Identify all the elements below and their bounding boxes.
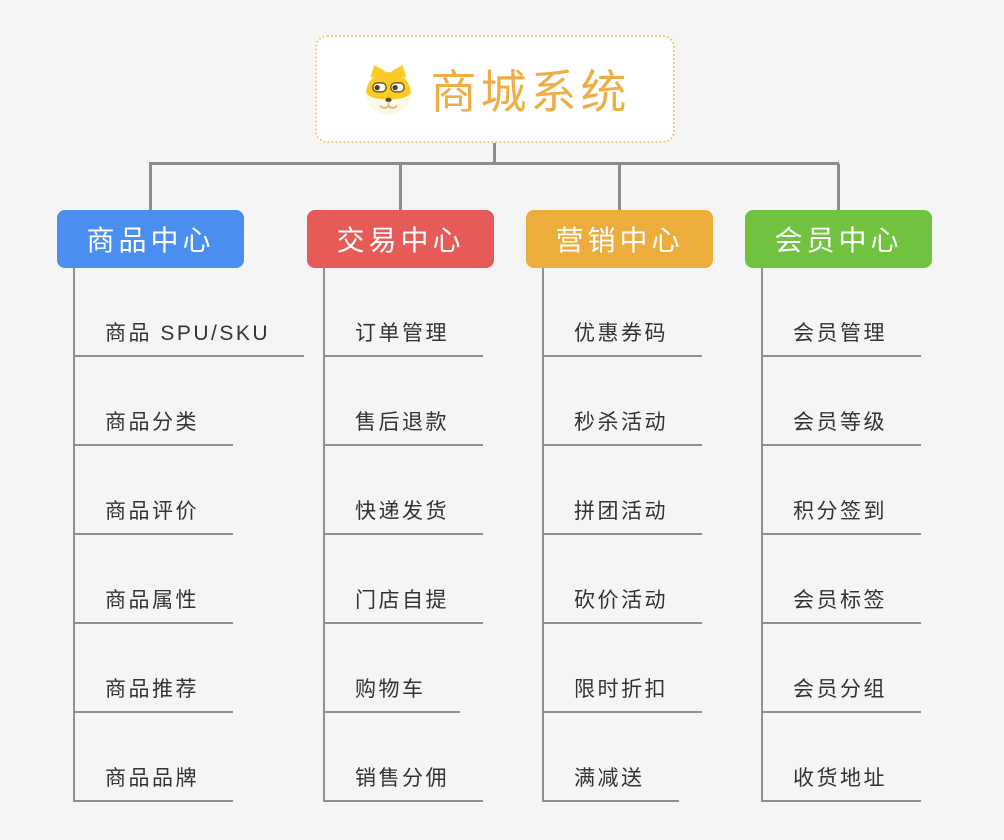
leaf-node[interactable]: 订单管理 <box>323 321 483 357</box>
branch-node-1[interactable]: 商品中心 <box>57 210 244 268</box>
leaf-node[interactable]: 售后退款 <box>323 410 483 446</box>
leaf-node[interactable]: 会员标签 <box>761 588 921 624</box>
leaf-node[interactable]: 商品属性 <box>73 588 233 624</box>
leaf-node[interactable]: 购物车 <box>323 677 460 713</box>
leaf-node[interactable]: 优惠券码 <box>542 321 702 357</box>
leaf-node[interactable]: 会员等级 <box>761 410 921 446</box>
leaf-node[interactable]: 快递发货 <box>323 499 483 535</box>
leaf-node[interactable]: 积分签到 <box>761 499 921 535</box>
branch-spine-line <box>323 268 325 802</box>
connector-root-stub <box>493 143 496 164</box>
leaf-node[interactable]: 会员管理 <box>761 321 921 357</box>
connector-drop-3 <box>618 164 621 210</box>
leaf-node[interactable]: 门店自提 <box>323 588 483 624</box>
connector-drop-1 <box>149 164 152 210</box>
leaf-node[interactable]: 拼团活动 <box>542 499 702 535</box>
branch-node-4[interactable]: 会员中心 <box>745 210 932 268</box>
shiba-dog-icon <box>365 64 411 115</box>
leaf-node[interactable]: 商品分类 <box>73 410 233 446</box>
branch-spine-line <box>761 268 763 802</box>
leaf-node[interactable]: 商品品牌 <box>73 766 233 802</box>
leaf-node[interactable]: 限时折扣 <box>542 677 702 713</box>
leaf-node[interactable]: 会员分组 <box>761 677 921 713</box>
leaf-node[interactable]: 商品推荐 <box>73 677 233 713</box>
branch-spine-line <box>73 268 75 802</box>
branch-spine-line <box>542 268 544 802</box>
leaf-node[interactable]: 商品评价 <box>73 499 233 535</box>
branch-node-3[interactable]: 营销中心 <box>526 210 713 268</box>
root-title: 商城系统 <box>430 66 631 118</box>
leaf-node[interactable]: 收货地址 <box>761 766 921 802</box>
connector-bus <box>149 162 839 165</box>
root-node-mall-system[interactable]: 商城系统 <box>315 35 675 143</box>
branch-node-2[interactable]: 交易中心 <box>307 210 494 268</box>
connector-drop-4 <box>837 164 840 210</box>
leaf-node[interactable]: 销售分佣 <box>323 766 483 802</box>
leaf-node[interactable]: 商品 SPU/SKU <box>73 321 305 357</box>
leaf-node[interactable]: 秒杀活动 <box>542 410 702 446</box>
leaf-node[interactable]: 满减送 <box>542 766 679 802</box>
connector-drop-2 <box>399 164 402 210</box>
leaf-node[interactable]: 砍价活动 <box>542 588 702 624</box>
